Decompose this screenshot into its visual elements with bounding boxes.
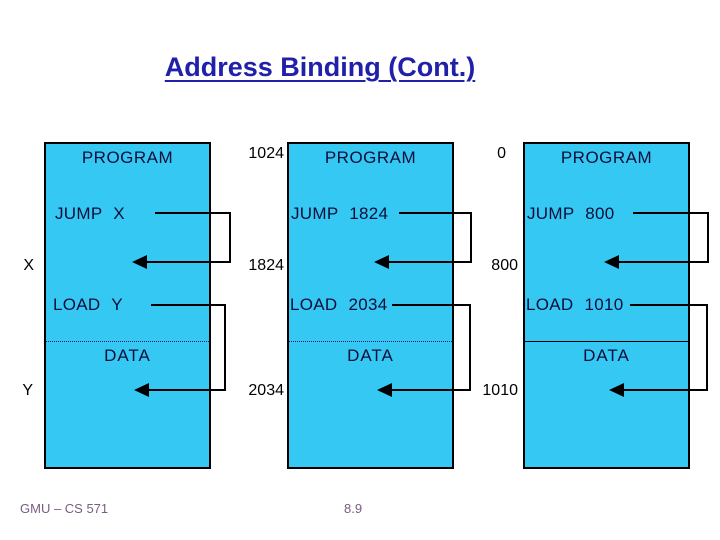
base-address-label: 1024 <box>248 145 284 162</box>
base-address-label: 0 <box>497 145 506 162</box>
program-box-heading: PROGRAM <box>81 148 174 167</box>
arrow-line <box>151 304 226 306</box>
data-section-divider <box>46 341 209 342</box>
jump-target-address-label: 1824 <box>248 257 284 274</box>
program-box-absolute: PROGRAM JUMP 800 LOAD 1010 DATA <box>523 142 690 469</box>
arrow-line <box>392 304 471 306</box>
arrowhead-icon <box>604 255 619 269</box>
arrowhead-icon <box>134 383 149 397</box>
jump-target-address-label: 800 <box>491 257 518 274</box>
arrowhead-icon <box>132 255 147 269</box>
footer-page-number: 8.9 <box>344 501 363 516</box>
arrow-line <box>229 212 231 263</box>
load-target-address-label: Y <box>22 382 33 399</box>
load-target-address-label: 2034 <box>248 382 284 399</box>
program-box-relocatable: PROGRAM JUMP 1824 LOAD 2034 DATA <box>287 142 454 469</box>
arrowhead-icon <box>374 255 389 269</box>
load-instruction: LOAD 1010 <box>526 295 624 314</box>
arrowhead-icon <box>609 383 624 397</box>
arrow-line <box>142 261 231 263</box>
arrow-line <box>707 212 709 263</box>
load-instruction: LOAD Y <box>53 295 123 314</box>
data-section-label: DATA <box>583 346 630 365</box>
jump-instruction: JUMP 1824 <box>291 204 389 223</box>
jump-target-address-label: X <box>23 257 34 274</box>
program-box-heading: PROGRAM <box>324 148 417 167</box>
page-title: Address Binding (Cont.) <box>164 52 476 82</box>
footer-course-label: GMU – CS 571 <box>20 501 109 516</box>
arrow-line <box>630 304 708 306</box>
arrow-line <box>706 304 708 391</box>
jump-instruction: JUMP 800 <box>527 204 615 223</box>
arrow-line <box>614 261 709 263</box>
data-section-divider <box>525 341 688 342</box>
arrow-line <box>470 212 472 263</box>
arrow-line <box>633 212 709 214</box>
arrow-line <box>387 389 471 391</box>
load-target-address-label: 1010 <box>482 382 518 399</box>
arrow-line <box>399 212 472 214</box>
arrow-line <box>224 304 226 391</box>
jump-instruction: JUMP X <box>55 204 125 223</box>
arrowhead-icon <box>377 383 392 397</box>
arrow-line <box>155 212 231 214</box>
load-instruction: LOAD 2034 <box>290 295 388 314</box>
arrow-line <box>619 389 708 391</box>
data-section-divider <box>289 341 452 342</box>
data-section-label: DATA <box>347 346 394 365</box>
data-section-label: DATA <box>104 346 151 365</box>
arrow-line <box>144 389 226 391</box>
program-box-heading: PROGRAM <box>560 148 653 167</box>
arrow-line <box>469 304 471 391</box>
arrow-line <box>384 261 472 263</box>
